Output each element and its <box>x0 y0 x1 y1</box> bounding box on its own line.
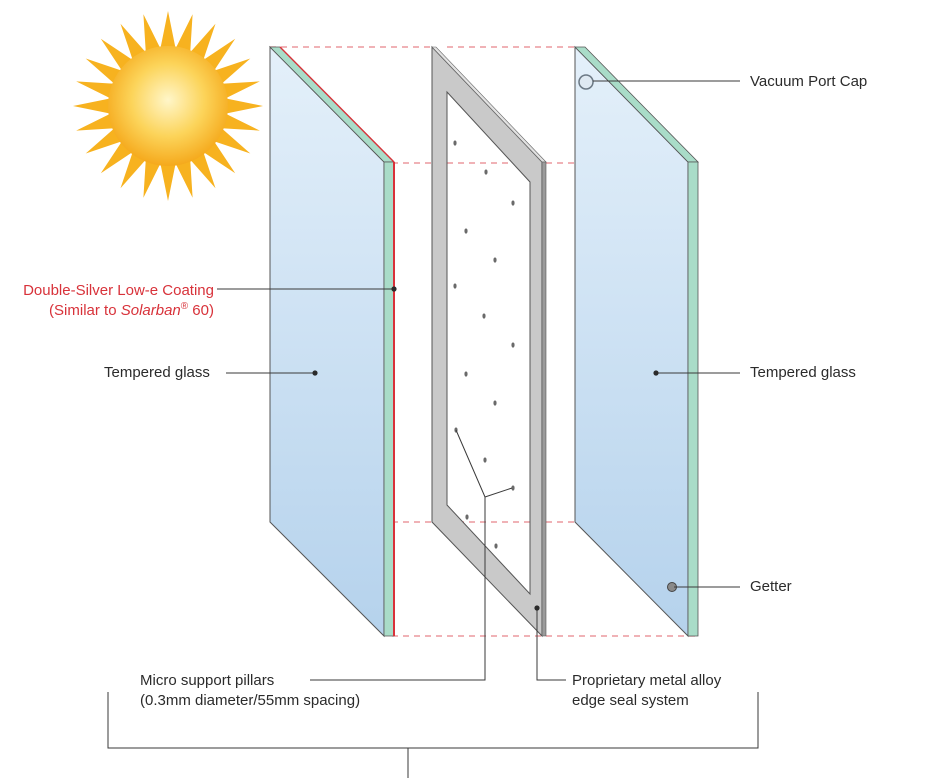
edge-seal-label: Proprietary metal alloy edge seal system <box>572 671 721 711</box>
support-pillar <box>453 140 457 146</box>
leader-lines <box>107 80 759 778</box>
support-pillar <box>482 313 486 319</box>
getter-label: Getter <box>750 578 792 595</box>
vacuum-port-cap <box>578 74 594 90</box>
tempered-glass-right-label: Tempered glass <box>750 364 856 381</box>
seal-label-line1: Proprietary metal alloy <box>572 672 722 689</box>
support-pillar <box>511 200 515 206</box>
support-pillar <box>464 371 468 377</box>
pillars-label-line2: (0.3mm diameter/55mm spacing) <box>140 692 361 709</box>
support-pillar <box>511 485 515 491</box>
support-pillar <box>493 257 497 263</box>
right-glass-pane <box>574 45 699 638</box>
pillars-label-line1: Micro support pillars <box>140 672 275 689</box>
low-e-coating-label-line2: (Similar to Solarban® 60) <box>0 301 214 321</box>
registered-mark: ® <box>180 301 189 312</box>
micro-support-pillars-label: Micro support pillars (0.3mm diameter/55… <box>140 671 360 711</box>
micro-support-pillars <box>453 140 515 549</box>
coating-prefix: (Similar to <box>49 302 121 319</box>
support-pillar <box>465 514 469 520</box>
support-pillar <box>494 543 498 549</box>
tempered-glass-left-label: Tempered glass <box>104 364 210 381</box>
low-e-coating-label-line1: Double-Silver Low-e Coating <box>23 282 214 299</box>
seal-label-line2: edge seal system <box>572 692 689 709</box>
coating-suffix: 60) <box>188 302 214 319</box>
alignment-guides <box>270 46 695 637</box>
sun-icon <box>73 11 263 201</box>
support-pillar <box>484 169 488 175</box>
low-e-coating-label: Double-Silver Low-e Coating (Similar to … <box>0 281 214 321</box>
support-pillar <box>511 342 515 348</box>
support-pillar <box>453 283 457 289</box>
vacuum-port-cap-label: Vacuum Port Cap <box>750 73 868 90</box>
left-glass-pane <box>269 45 395 638</box>
leader-dots <box>312 286 659 611</box>
support-pillar <box>493 400 497 406</box>
coating-brand: Solarban <box>120 302 181 319</box>
support-pillar <box>483 457 487 463</box>
edge-seal-frame <box>431 45 547 638</box>
support-pillar <box>464 228 468 234</box>
